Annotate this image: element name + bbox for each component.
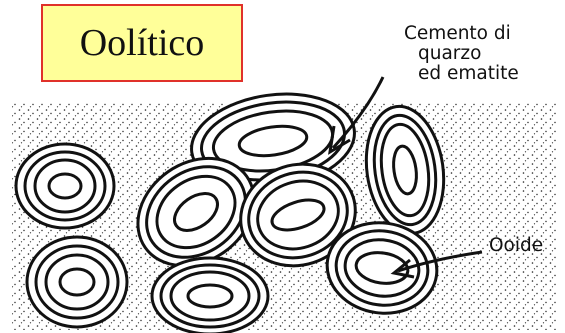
cement-label-line1: Cemento di	[404, 24, 519, 44]
ooid	[27, 237, 127, 327]
page-title: Oolítico	[80, 21, 205, 65]
ooid-label: Ooide	[489, 236, 543, 256]
title-box: Oolítico	[41, 4, 243, 82]
ooid	[16, 144, 114, 228]
cement-label: Cemento di quarzo ed ematite	[404, 24, 519, 84]
cement-label-line2: quarzo	[404, 44, 519, 64]
ooid	[152, 258, 268, 333]
cement-label-line3: ed ematite	[404, 64, 519, 84]
